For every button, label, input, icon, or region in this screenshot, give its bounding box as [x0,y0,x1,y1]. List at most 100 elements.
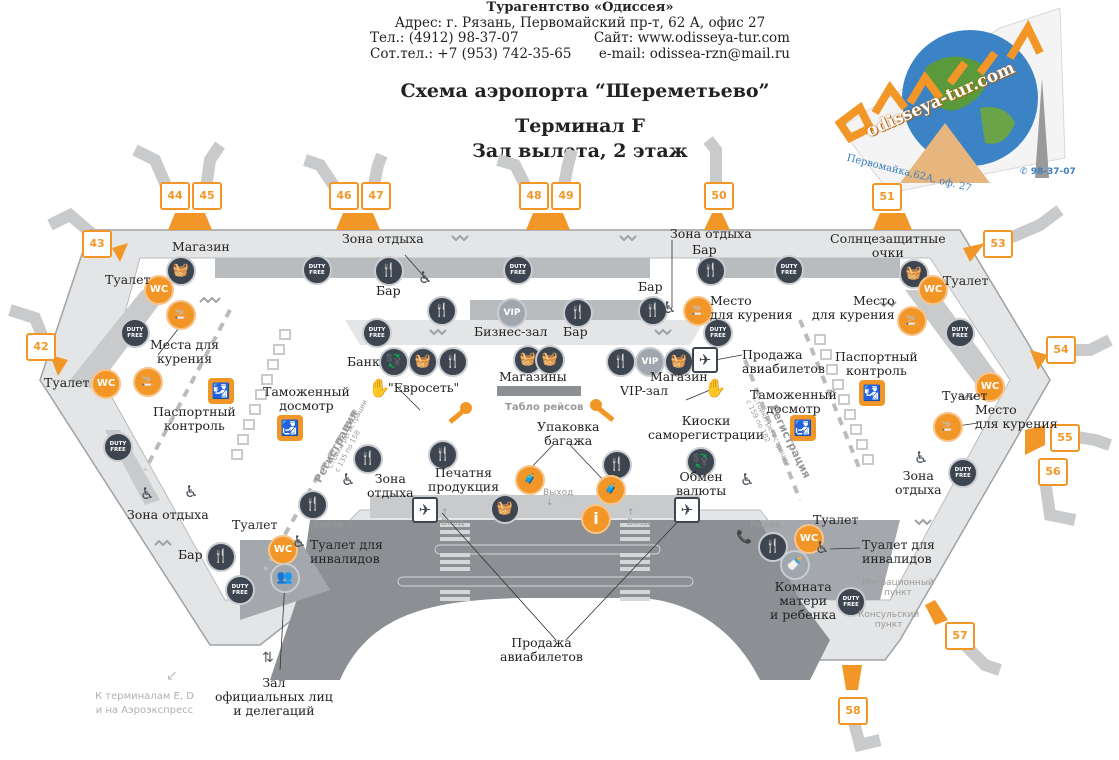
bridge-50 [703,136,722,190]
gate-47[interactable]: 47 [361,182,391,210]
gate-51[interactable]: 51 [872,183,902,211]
gate-56[interactable]: 56 [1038,458,1068,486]
tower-icon [1035,78,1049,178]
agency-logo[interactable] [830,8,1070,193]
agency-email[interactable]: e-mail: odissea-rzn@mail.ru [598,45,790,62]
gate-48[interactable]: 48 [519,182,549,210]
mother-child-room-icon[interactable]: 🍼 [780,550,810,580]
gate-57[interactable]: 57 [945,622,975,650]
gate-46[interactable]: 46 [329,182,359,210]
gate-53[interactable]: 53 [983,230,1013,258]
flight-board-marker-right [590,399,602,411]
bank-icon[interactable]: 💱 [379,347,409,377]
bar-icon[interactable]: 🍴 [353,444,383,474]
gate-42[interactable]: 42 [26,333,56,361]
wc-icon[interactable]: WC [91,369,121,399]
bar-icon[interactable]: 🍴 [696,256,726,286]
gate-43[interactable]: 43 [82,230,112,258]
inner-hall [104,257,1011,601]
label-rest-zone: Зона отдыха [127,507,209,522]
bar-icon[interactable]: 🍴 [438,347,468,377]
duty-free-icon[interactable]: DUTY FREE [120,318,150,348]
wheelchair-icon: ♿ [292,532,307,551]
gate-49[interactable]: 49 [551,182,581,210]
ticket-sales-icon[interactable]: ✈ [692,347,718,373]
shop-icon[interactable]: 🧺 [535,345,565,375]
bar-icon[interactable]: 🍴 [298,490,328,520]
wc-icon[interactable]: WC [794,524,824,554]
euroset-hand-icon: ✋ [368,378,391,399]
bar-icon[interactable]: 🍴 [428,440,458,470]
terminal-title: Терминал F [515,115,645,137]
agency-site[interactable]: Сайт: www.odisseya-tur.com [593,30,790,46]
wc-icon[interactable]: WC [144,275,174,305]
wheelchair-icon: ♿ [184,482,199,501]
smoking-icon[interactable]: 🚬 [897,306,927,336]
wc-icon[interactable]: WC [918,275,948,305]
duty-free-icon[interactable]: DUTY FREE [362,318,392,348]
info-icon[interactable]: i [581,504,611,534]
duty-free-icon[interactable]: DUTY FREE [302,255,332,285]
shop-icon[interactable]: 🧺 [664,347,694,377]
gate-55[interactable]: 55 [1050,424,1080,452]
gate-54[interactable]: 54 [1046,336,1076,364]
shop-icon[interactable]: 🧺 [490,494,520,524]
bar-icon[interactable]: 🍴 [638,296,668,326]
baggage-wrap-icon[interactable]: 🧳 [596,475,626,505]
passport-control-icon[interactable]: 🛂 [859,380,885,406]
gate-45[interactable]: 45 [192,182,222,210]
duty-free-icon[interactable]: DUTY FREE [948,458,978,488]
smoking-icon[interactable]: 🚬 [133,367,163,397]
shop-icon[interactable]: 🧺 [408,347,438,377]
vip-icon[interactable]: VIP [497,298,527,328]
smoking-icon[interactable]: 🚬 [166,300,196,330]
duty-free-icon[interactable]: DUTY FREE [225,575,255,605]
bar-icon[interactable]: 🍴 [602,450,632,480]
transfer-arrows-icon: ⇅ [262,650,274,666]
ticket-sales-icon[interactable]: ✈ [412,497,438,523]
duty-free-icon[interactable]: DUTY FREE [103,432,133,462]
gate-50[interactable]: 50 [704,182,734,210]
bar-icon[interactable]: 🍴 [758,532,788,562]
baggage-wrap-icon[interactable]: 🧳 [515,465,545,495]
officials-hall-icon[interactable]: 👥 [270,563,300,593]
brand-wordmark [834,19,1044,144]
duty-free-icon[interactable]: DUTY FREE [503,255,533,285]
label-flight-board: Табло рейсов [505,402,584,413]
bar-icon[interactable]: 🍴 [563,298,593,328]
smoking-icon[interactable]: 🚬 [683,296,713,326]
bar-icon[interactable]: 🍴 [374,256,404,286]
customs-icon[interactable]: 🛃 [277,415,303,441]
ticket-sales-icon[interactable]: ✈ [674,497,700,523]
bar-icon[interactable]: 🍴 [206,542,236,572]
bridge-53 [1002,205,1064,246]
gate-44[interactable]: 44 [160,182,190,210]
wc-icon[interactable]: WC [975,372,1005,402]
gate-58[interactable]: 58 [838,697,868,725]
wc-icon[interactable]: WC [268,535,298,565]
counter-boxes [231,329,874,465]
currency-exchange-icon[interactable]: 💱 [686,447,716,477]
label-shop: Магазин [650,369,708,384]
label-business-lounge: Бизнес-зал [474,324,548,339]
duty-free-icon[interactable]: DUTY FREE [703,318,733,348]
duty-free-icon[interactable]: DUTY FREE [774,255,804,285]
shop-icon[interactable]: 🧺 [899,259,929,289]
duty-free-icon[interactable]: DUTY FREE [945,318,975,348]
customs-icon[interactable]: 🛃 [790,415,816,441]
bar-icon[interactable]: 🍴 [606,347,636,377]
flight-board-markers [448,406,615,424]
smoking-icon[interactable]: 🚬 [933,412,963,442]
vip-icon[interactable]: VIP [635,347,665,377]
label-exit: Выход [750,520,781,530]
bar-icon[interactable]: 🍴 [427,296,457,326]
passport-control-icon[interactable]: 🛂 [208,378,234,404]
duty-free-icon[interactable]: DUTY FREE [836,587,866,617]
